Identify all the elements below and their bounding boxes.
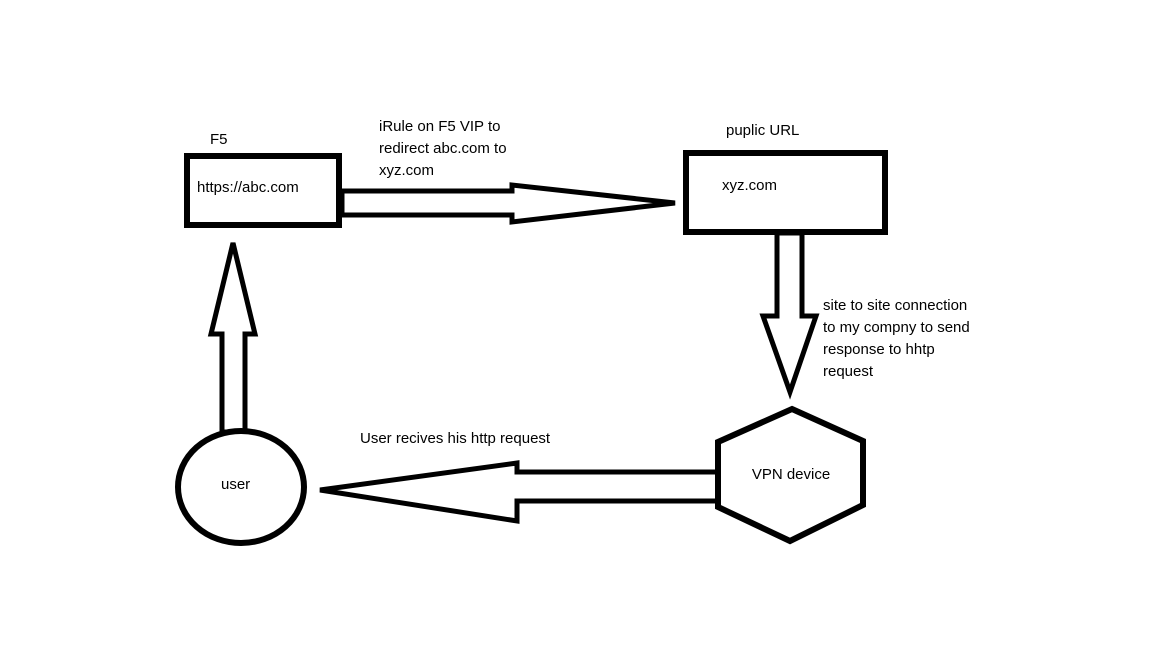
f5-box-title: F5 [210, 131, 228, 148]
public-url-box-label: xyz.com [722, 177, 778, 194]
vpn-hexagon-label: VPN device [751, 466, 831, 483]
arrow-f5-to-publicurl-icon [339, 182, 676, 225]
public-url-box-title: puplic URL [726, 122, 800, 139]
site-to-site-annotation: site to site connection to my compny to … [823, 297, 970, 380]
irule-annotation: iRule on F5 VIP to redirect abc.com to x… [379, 118, 507, 179]
f5-box [184, 153, 342, 228]
vpn-hexagon [715, 405, 866, 545]
arrow-vpn-to-user-icon [319, 460, 721, 524]
public-url-box [683, 150, 888, 235]
arrow-publicurl-to-vpn-icon [759, 230, 820, 400]
user-circle-label: user [221, 476, 251, 493]
user-circle [175, 428, 307, 546]
arrow-user-to-f5-icon [207, 242, 259, 435]
f5-box-label: https://abc.com [197, 179, 299, 196]
user-receives-annotation: User recives his http request [360, 430, 551, 447]
